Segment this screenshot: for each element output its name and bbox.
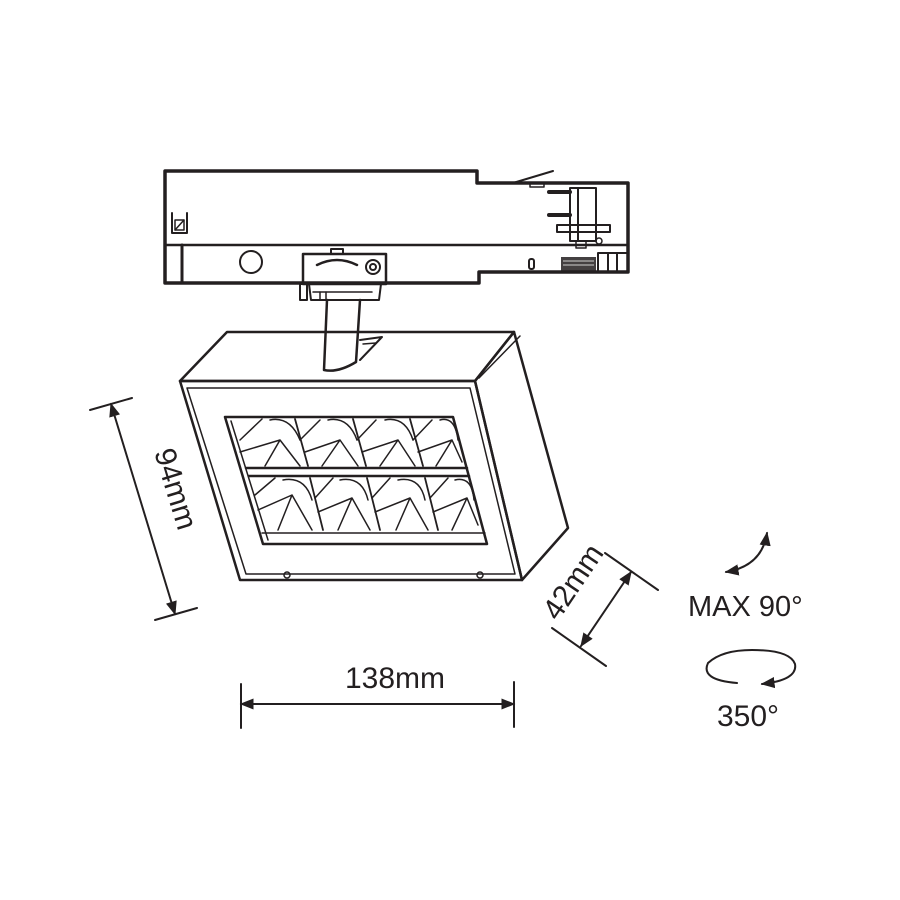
depth-dimension: 42mm [536,538,659,667]
pan-label: 350° [717,700,779,733]
pan-indicator: 350° [705,649,797,733]
screw-hole-icon [239,250,263,274]
led-row-2 [254,477,479,531]
pan-arrow-icon [705,649,797,689]
adapter-mount [299,248,388,301]
swivel-stem [322,298,383,372]
track-adapter [163,169,630,301]
tilt-arrow-icon [724,531,771,576]
height-dimension: 94mm [89,397,203,621]
tilt-indicator: MAX 90° [688,531,803,623]
lock-latch-icon [171,212,188,234]
width-dimension: 138mm [239,662,516,729]
grip-icon [561,257,596,271]
led-row-1 [239,418,463,467]
luminaire-head [178,330,570,582]
tilt-label: MAX 90° [688,591,803,623]
width-label: 138mm [345,662,445,695]
height-label: 94mm [147,444,203,533]
contact-block [547,187,611,249]
led-array [223,415,489,546]
